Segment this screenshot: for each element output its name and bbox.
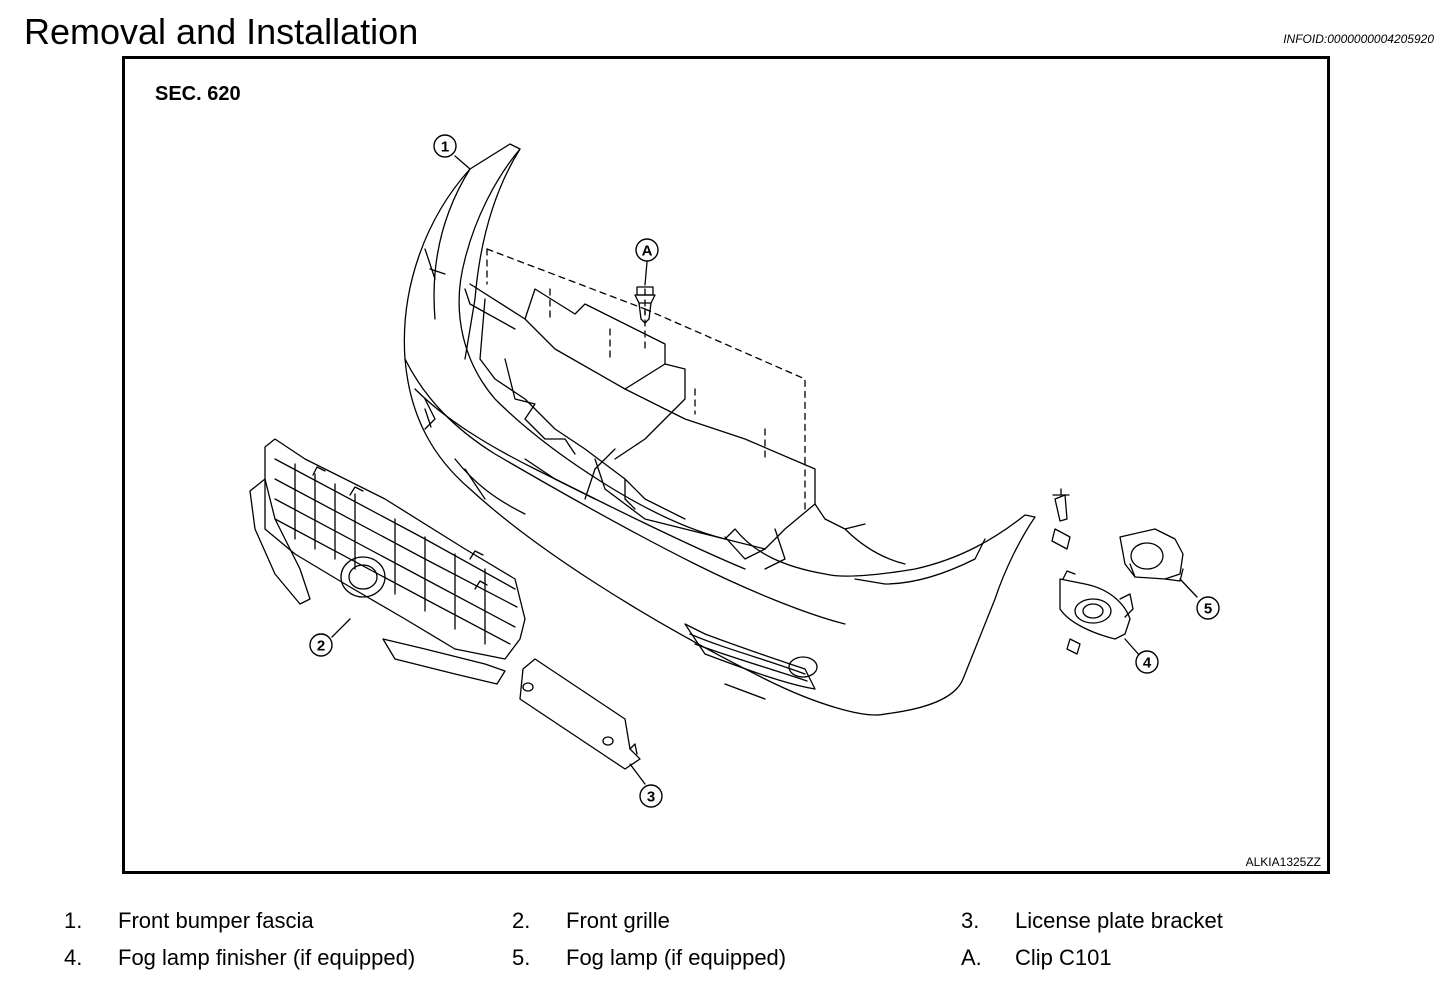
- exploded-view-figure: 1 2 3 4 5 A SEC. 620 ALKIA1325ZZ: [122, 56, 1330, 874]
- front-grille-drawing: [249, 438, 526, 685]
- legend-label: Clip C101: [1015, 945, 1112, 970]
- callout-1-label: 1: [441, 139, 449, 156]
- fog-lamp-drawing: [1119, 528, 1184, 582]
- clip-guide-lines: [486, 248, 806, 515]
- figure-code: ALKIA1325ZZ: [1245, 855, 1321, 869]
- callout-4-label: 4: [1143, 655, 1152, 672]
- legend-number: 5.: [512, 945, 531, 970]
- leader-lines: [331, 155, 1198, 785]
- info-id: INFOID:0000000004205920: [1283, 32, 1434, 46]
- callout-2-label: 2: [317, 638, 325, 655]
- callout-4: 4: [1135, 650, 1159, 674]
- callout-3-label: 3: [647, 789, 655, 806]
- callout-1: 1: [433, 134, 457, 158]
- fog-lamp-finisher-drawing: [1051, 488, 1134, 655]
- callout-a-label: A: [642, 243, 653, 260]
- legend-number: 4.: [64, 945, 83, 970]
- legend-label: Fog lamp (if equipped): [566, 945, 787, 970]
- legend-number: 1.: [64, 908, 83, 933]
- section-label: SEC. 620: [155, 83, 241, 105]
- legend-number: 3.: [961, 908, 980, 933]
- clip-c101-drawing: [634, 286, 656, 324]
- callout-5-label: 5: [1204, 601, 1212, 618]
- legend-number: 2.: [512, 908, 531, 933]
- callout-2: 2: [309, 633, 333, 657]
- callout-3: 3: [639, 784, 663, 808]
- callout-5: 5: [1196, 596, 1220, 620]
- page-title: Removal and Installation: [24, 11, 419, 52]
- callout-a: A: [635, 238, 659, 262]
- legend-label: Front grille: [566, 908, 670, 933]
- front-bumper-fascia-drawing: [403, 143, 1036, 716]
- license-plate-bracket-drawing: [519, 658, 641, 770]
- bumper-diagram: 1 2 3 4 5 A: [249, 134, 1220, 808]
- legend-number: A.: [961, 945, 982, 970]
- legend-label: Front bumper fascia: [118, 908, 314, 933]
- legend-label: Fog lamp finisher (if equipped): [118, 945, 416, 970]
- legend-label: License plate bracket: [1015, 908, 1223, 933]
